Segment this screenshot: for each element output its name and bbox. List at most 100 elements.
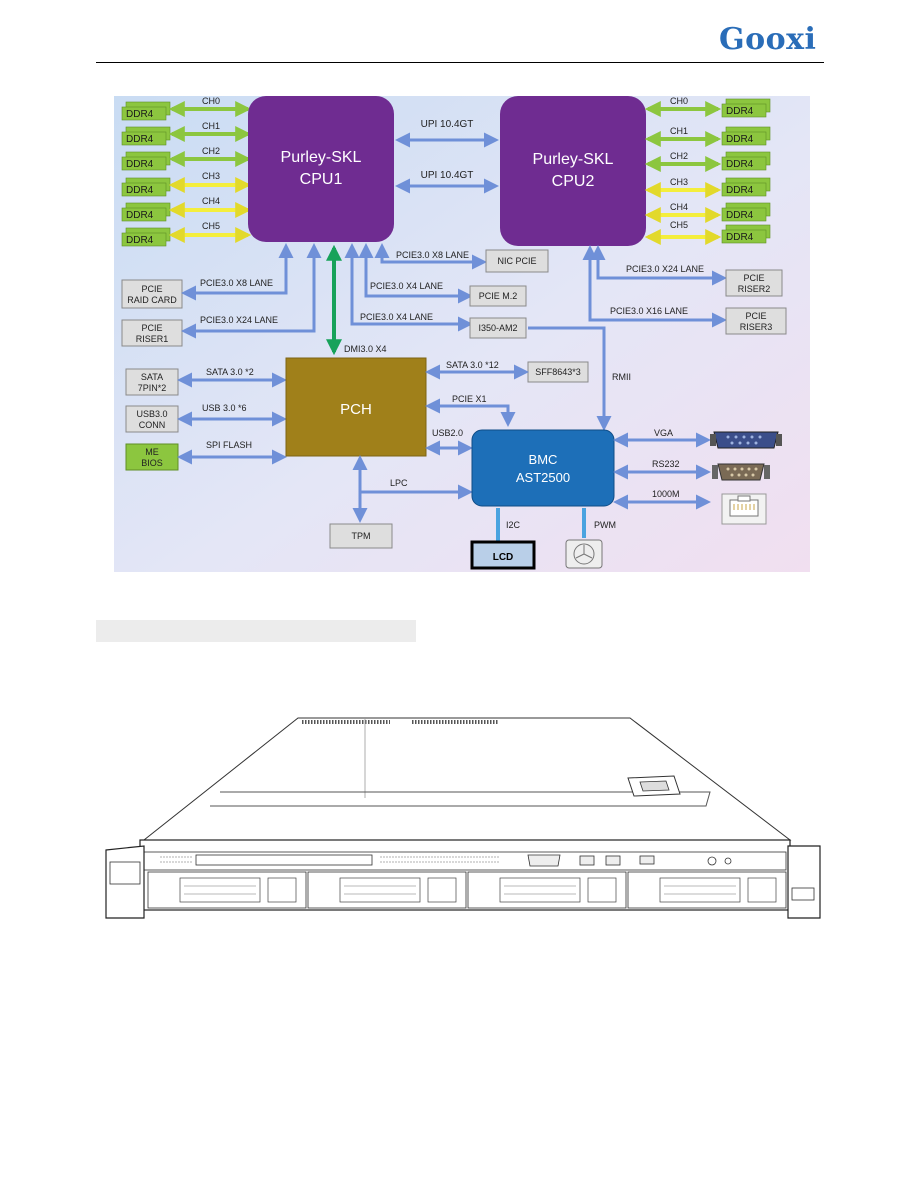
dimm-label: DDR4	[126, 159, 154, 170]
cover-latch	[627, 775, 681, 797]
link-label: SATA 3.0 *12	[446, 360, 499, 370]
box-label: CONN	[139, 420, 166, 430]
cpu1-block	[248, 96, 394, 242]
front-usb-port	[579, 855, 595, 866]
channel-label: CH3	[670, 177, 688, 187]
link-label: RS232	[652, 459, 680, 469]
front-vga-port	[527, 854, 561, 867]
channel-label: CH2	[202, 146, 220, 156]
channel-label: CH0	[670, 96, 688, 106]
pch-block	[285, 357, 427, 457]
brand-logo: Gooxi	[719, 22, 817, 57]
rj45-port-icon	[721, 493, 767, 525]
cpu2-subtitle: CPU2	[552, 173, 595, 190]
box-label: 7PIN*2	[138, 383, 167, 393]
tpm-box	[329, 523, 393, 549]
dimm-label: DDR4	[126, 235, 154, 246]
link-label: PCIE3.0 X8 LANE	[200, 278, 273, 288]
link-label: PCIE3.0 X8 LANE	[396, 250, 469, 260]
dimm-label: DDR4	[726, 232, 754, 243]
dmi-label: DMI3.0 X4	[344, 344, 387, 354]
fan-icon	[565, 539, 603, 569]
sata-7pin-box	[125, 368, 179, 396]
link-label: PCIE3.0 X16 LANE	[610, 306, 688, 316]
dimm-label: DDR4	[726, 210, 754, 221]
bmc-title: BMC	[529, 452, 558, 467]
box-label: PCIE	[141, 284, 162, 294]
box-label: SATA	[141, 372, 163, 382]
box-label: USB3.0	[136, 409, 167, 419]
link-label: SPI FLASH	[206, 440, 252, 450]
box-label: PCIE	[141, 323, 162, 333]
link-label: USB2.0	[432, 428, 463, 438]
box-label: PCIE	[745, 311, 766, 321]
channel-label: CH5	[202, 221, 220, 231]
link-label: PWM	[594, 520, 616, 530]
channel-label: CH0	[202, 96, 220, 106]
header-rule	[96, 62, 824, 63]
me-bios-box	[125, 443, 179, 471]
link-label: SATA 3.0 *2	[206, 367, 254, 377]
box-label: ME	[145, 447, 159, 457]
box-label: I350-AM2	[478, 323, 517, 333]
nic-pcie-box	[485, 249, 549, 273]
pcie-riser2-box	[725, 269, 783, 297]
vga-connector-icon	[710, 431, 782, 449]
link-label: 1000M	[652, 489, 680, 499]
link-label: RMII	[612, 372, 631, 382]
box-label: PCIE M.2	[479, 291, 518, 301]
link-label: PCIE X1	[452, 394, 487, 404]
box-label: SFF8643*3	[535, 367, 581, 377]
dimm-label: DDR4	[726, 185, 754, 196]
link-label: VGA	[654, 428, 673, 438]
box-label: RISER3	[740, 322, 773, 332]
channel-label: CH1	[670, 126, 688, 136]
link-label: USB 3.0 *6	[202, 403, 247, 413]
cpu1-dimms	[121, 101, 171, 247]
cpu2-title: Purley-SKL	[533, 151, 614, 168]
dimm-label: DDR4	[726, 159, 754, 170]
link-label: PCIE3.0 X4 LANE	[370, 281, 443, 291]
box-label: RISER1	[136, 334, 169, 344]
front-usb-port	[605, 855, 621, 866]
power-button-icon	[707, 856, 717, 866]
server-chassis-illustration	[105, 717, 821, 919]
link-label: I2C	[506, 520, 521, 530]
channel-label: CH4	[670, 202, 688, 212]
box-label: PCIE	[743, 273, 764, 283]
link-label: PCIE3.0 X24 LANE	[626, 264, 704, 274]
dimm-label: DDR4	[126, 210, 154, 221]
dimm-label: DDR4	[726, 134, 754, 145]
link-label: LPC	[390, 478, 408, 488]
section-heading-bar	[96, 620, 416, 642]
upi-label: UPI 10.4GT	[421, 170, 474, 181]
pcie-m2-box	[469, 285, 527, 307]
lcd-box	[470, 540, 536, 570]
box-label: TPM	[352, 531, 371, 541]
pcie-riser3-box	[725, 307, 787, 335]
link-label: PCIE3.0 X4 LANE	[360, 312, 433, 322]
serial-connector-icon	[712, 463, 770, 481]
box-label: RISER2	[738, 284, 771, 294]
link-label: PCIE3.0 X24 LANE	[200, 315, 278, 325]
channel-label: CH3	[202, 171, 220, 181]
dimm-label: DDR4	[126, 185, 154, 196]
channel-label: CH2	[670, 151, 688, 161]
channel-label: CH4	[202, 196, 220, 206]
usb3-conn-box	[125, 405, 179, 433]
pcie-riser1-box	[121, 319, 183, 347]
bmc-subtitle: AST2500	[516, 470, 570, 485]
box-label: RAID CARD	[127, 295, 177, 305]
i350-am2-box	[469, 317, 527, 339]
cpu1-title: Purley-SKL	[281, 149, 362, 166]
dimm-label: DDR4	[126, 109, 154, 120]
lcd-label: LCD	[493, 552, 514, 563]
pch-label: PCH	[340, 401, 372, 418]
box-label: NIC PCIE	[497, 256, 536, 266]
pcie-raid-card-box	[121, 279, 183, 309]
box-label: BIOS	[141, 458, 163, 468]
channel-label: CH5	[670, 220, 688, 230]
cpu2-block	[500, 96, 646, 246]
dimm-label: DDR4	[726, 106, 754, 117]
dimm-label: DDR4	[126, 134, 154, 145]
